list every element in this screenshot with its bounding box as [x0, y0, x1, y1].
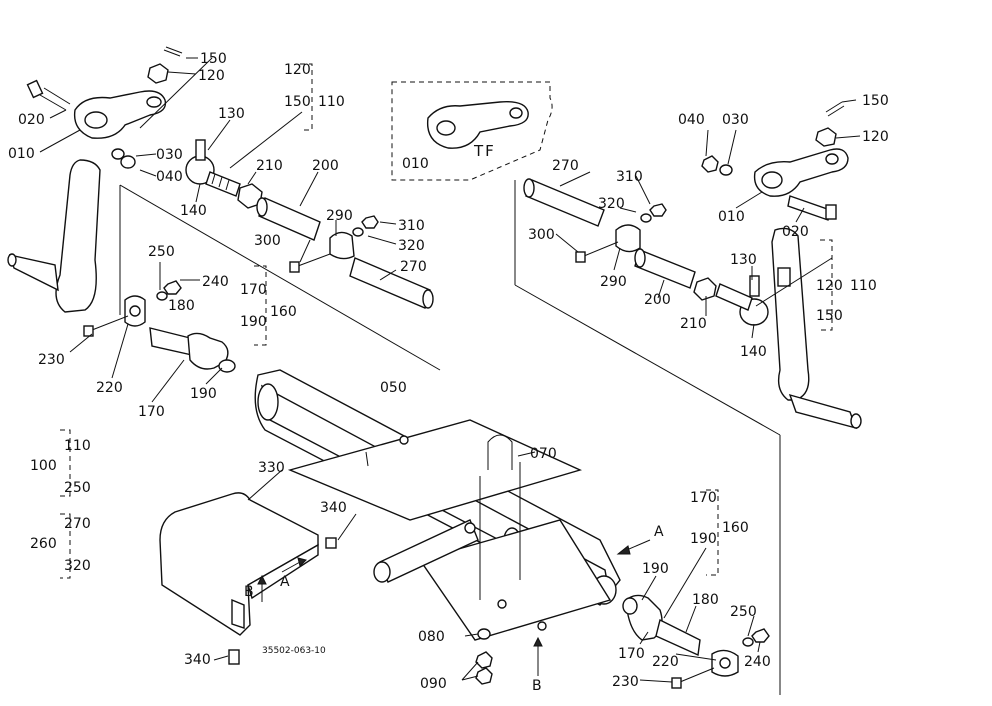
callout-320-right: 320 — [598, 196, 625, 212]
callout-200-left: 200 — [312, 158, 339, 174]
callout-330: 330 — [258, 460, 285, 476]
cover-330 — [159, 492, 337, 665]
callout-170-bracket-left: 170 — [240, 282, 267, 298]
callout-210-left: 210 — [256, 158, 283, 174]
callout-240-right: 240 — [744, 654, 771, 670]
callout-030-left: 030 — [156, 147, 183, 163]
callout-190-bracket-right: 190 — [690, 531, 717, 547]
callout-190-right: 190 — [642, 561, 669, 577]
callout-190-bracket-left: 190 — [240, 314, 267, 330]
callout-160-left: 160 — [270, 304, 297, 320]
callout-230-left: 230 — [38, 352, 65, 368]
callout-020-right: 020 — [782, 224, 809, 240]
view-marker-a-cover: A — [280, 574, 290, 590]
callout-290-right: 290 — [600, 274, 627, 290]
callout-250-right: 250 — [730, 604, 757, 620]
hardware-080-090 — [475, 628, 493, 685]
callout-240-left: 240 — [202, 274, 229, 290]
callout-340-upper: 340 — [320, 500, 347, 516]
callout-300-left: 300 — [254, 233, 281, 249]
callout-040-left: 040 — [156, 169, 183, 185]
callout-110-bracket-left: 110 — [318, 94, 345, 110]
callout-080: 080 — [418, 629, 445, 645]
left-knuckle-assembly — [7, 46, 183, 313]
view-arrows — [257, 539, 651, 676]
view-marker-b-cover: B — [244, 584, 254, 600]
callout-170-bracket-right: 170 — [690, 490, 717, 506]
callout-270-right: 270 — [552, 158, 579, 174]
callout-150-bracket-left: 150 — [284, 94, 311, 110]
callout-140-right: 140 — [740, 344, 767, 360]
callout-120-bracket-left: 120 — [284, 62, 311, 78]
view-marker-a-right: A — [654, 524, 664, 540]
callout-320-group: 320 — [64, 558, 91, 574]
left-cylinder-end — [83, 280, 236, 373]
callout-220-left: 220 — [96, 380, 123, 396]
callout-180-right: 180 — [692, 592, 719, 608]
callout-160-right: 160 — [722, 520, 749, 536]
guide-lines — [119, 180, 781, 695]
right-knuckle-assembly — [523, 101, 862, 430]
callout-290-left: 290 — [326, 208, 353, 224]
leader-lines — [39, 57, 861, 683]
callout-120-left: 120 — [198, 68, 225, 84]
callout-220-right: 220 — [652, 654, 679, 670]
callout-070: 070 — [530, 446, 557, 462]
callout-150-left: 150 — [200, 51, 227, 67]
callout-180-left: 180 — [168, 298, 195, 314]
callout-250-left: 250 — [148, 244, 175, 260]
tf-variant-label: TF — [473, 142, 496, 160]
callout-310-left: 310 — [398, 218, 425, 234]
callout-250-group: 250 — [64, 480, 91, 496]
callout-270-left: 270 — [400, 259, 427, 275]
view-marker-b-bottom: B — [532, 678, 542, 694]
callout-170-left: 170 — [138, 404, 165, 420]
callout-130-left: 130 — [218, 106, 245, 122]
callout-030-right: 030 — [722, 112, 749, 128]
callout-110-group: 110 — [64, 438, 91, 454]
bracket-groups — [60, 63, 833, 579]
callout-150-bracket-right: 150 — [816, 308, 843, 324]
callout-260-group: 260 — [30, 536, 57, 552]
callout-170-right: 170 — [618, 646, 645, 662]
callout-090: 090 — [420, 676, 447, 692]
callout-130-right: 130 — [730, 252, 757, 268]
callout-230-right: 230 — [612, 674, 639, 690]
callout-020-left: 020 — [18, 112, 45, 128]
callout-300-right: 300 — [528, 227, 555, 243]
callout-120-bracket-right: 120 — [816, 278, 843, 294]
callout-120-right: 120 — [862, 129, 889, 145]
callout-labels: 150 120 020 010 030 040 130 140 210 200 … — [8, 51, 889, 694]
right-cylinder-end — [622, 594, 770, 689]
callout-340-lower: 340 — [184, 652, 211, 668]
callout-140-left: 140 — [180, 203, 207, 219]
callout-310-right: 310 — [616, 169, 643, 185]
callout-110-bracket-right: 110 — [850, 278, 877, 294]
callout-190-left: 190 — [190, 386, 217, 402]
callout-040-right: 040 — [678, 112, 705, 128]
callout-210-right: 210 — [680, 316, 707, 332]
callout-320-left: 320 — [398, 238, 425, 254]
tf-variant-box — [391, 81, 553, 181]
callout-010-right: 010 — [718, 209, 745, 225]
callout-150-right: 150 — [862, 93, 889, 109]
callout-200-right: 200 — [644, 292, 671, 308]
drawing-code: 35502-063-10 — [262, 646, 326, 656]
callout-270-group: 270 — [64, 516, 91, 532]
callout-010-left: 010 — [8, 146, 35, 162]
callout-100-group: 100 — [30, 458, 57, 474]
callout-050: 050 — [380, 380, 407, 396]
callout-010-tf: 010 — [402, 156, 429, 172]
main-axle-body — [254, 369, 621, 641]
